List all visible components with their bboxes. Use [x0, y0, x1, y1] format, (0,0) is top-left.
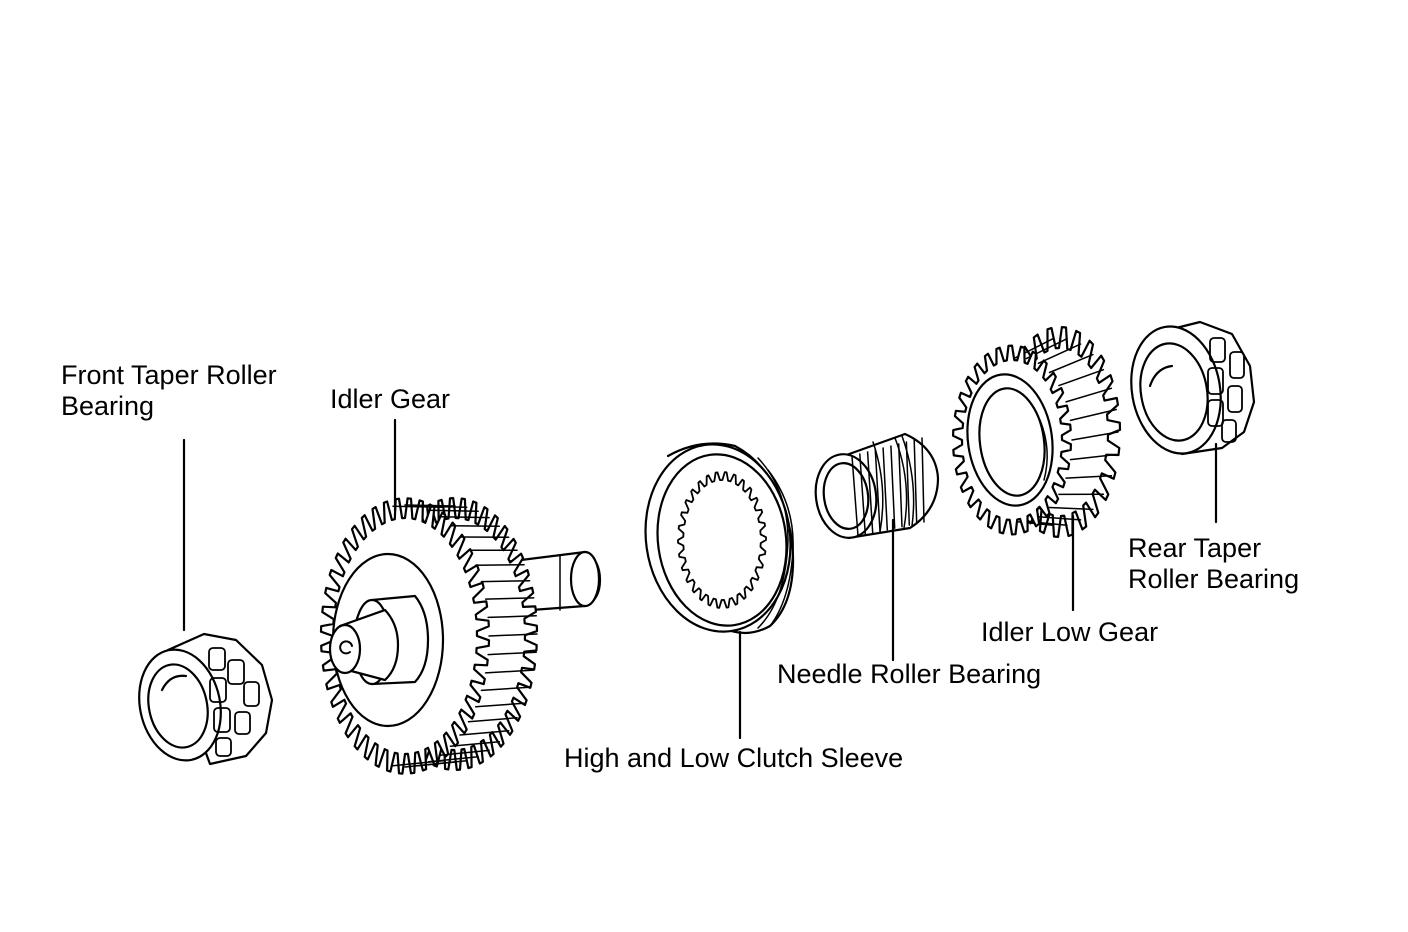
idler-gear-label: Idler Gear — [330, 384, 451, 414]
rear-bearing-label-line2: Roller Bearing — [1128, 564, 1300, 594]
front-taper-roller-bearing — [138, 438, 274, 766]
needle-roller-bearing — [814, 432, 940, 662]
idler-gear — [319, 418, 602, 775]
rear-bearing-label-line1: Rear Taper — [1128, 533, 1262, 563]
needle-roller-bearing-label: Needle Roller Bearing — [777, 659, 1042, 689]
front-bearing-label-line2: Bearing — [61, 391, 155, 421]
idler-low-gear-label: Idler Low Gear — [981, 617, 1159, 647]
high-low-clutch-sleeve — [644, 442, 795, 740]
rear-taper-roller-bearing — [1130, 320, 1256, 524]
front-bearing-label-line1: Front Taper Roller — [61, 360, 277, 390]
front-taper-roller-bearing-label: Front Taper Roller Bearing — [61, 360, 277, 422]
high-low-clutch-sleeve-label: High and Low Clutch Sleeve — [564, 743, 904, 773]
idler-low-gear — [952, 326, 1122, 612]
rear-taper-roller-bearing-label: Rear Taper Roller Bearing — [1128, 533, 1299, 595]
